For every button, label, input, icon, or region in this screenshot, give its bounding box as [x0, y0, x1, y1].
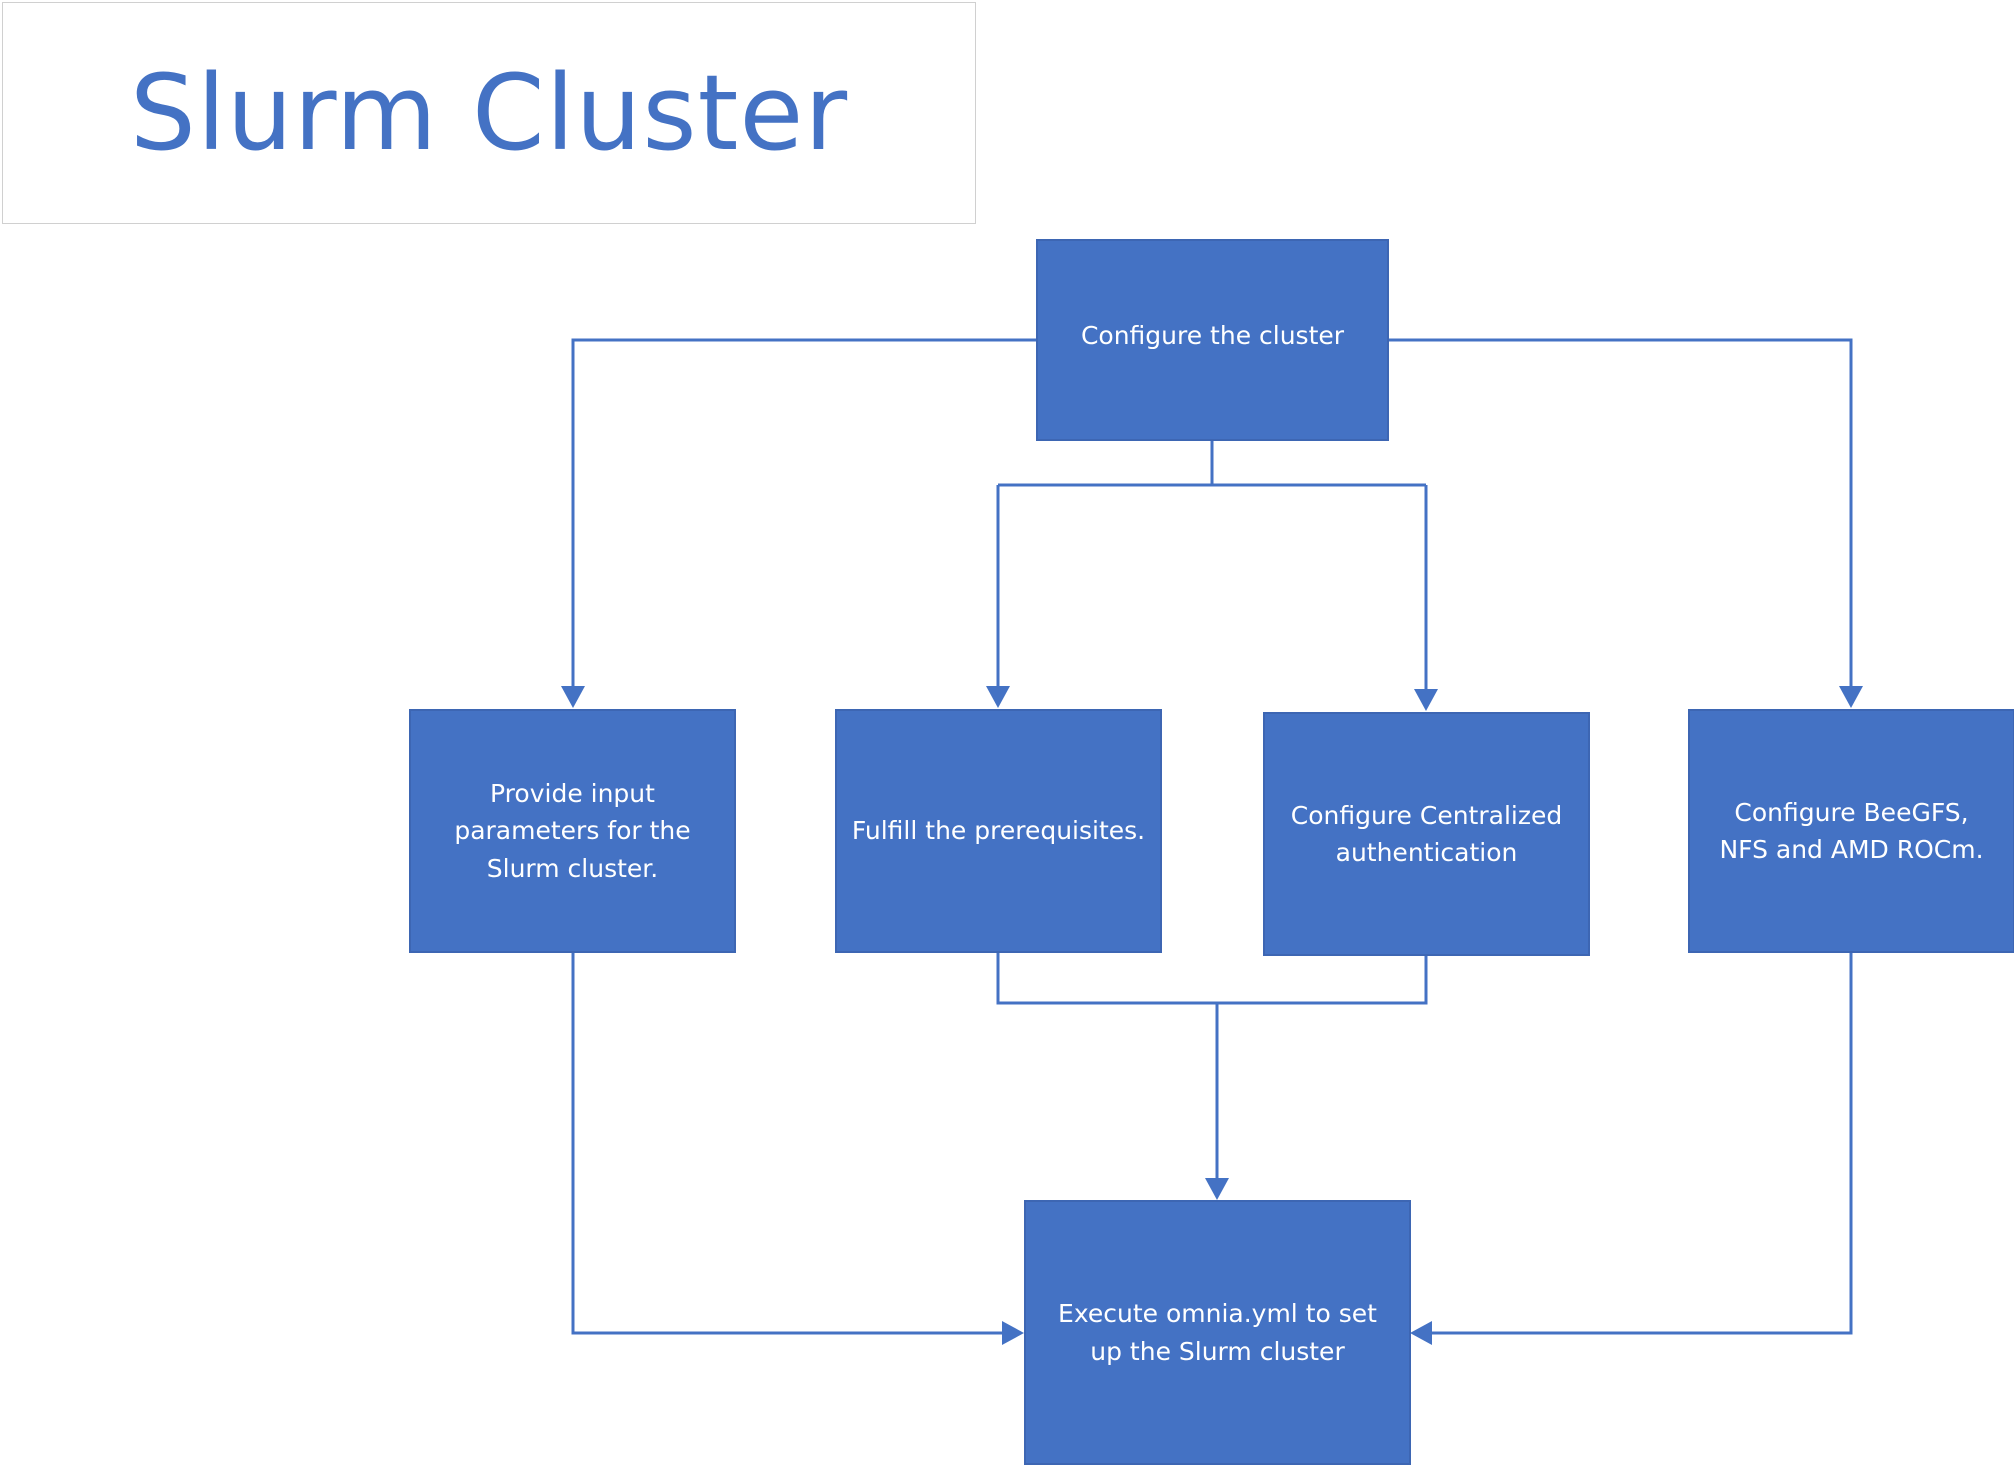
diagram-title: Slurm Cluster	[129, 52, 849, 174]
node-beegfs-nfs-rocm-label: Configure BeeGFS, NFS and AMD ROCm.	[1719, 797, 1984, 865]
node-execute-omnia: Execute omnia.yml to set up the Slurm cl…	[1024, 1200, 1411, 1465]
node-configure-cluster: Configure the cluster	[1036, 239, 1389, 441]
node-configure-cluster-label: Configure the cluster	[1080, 321, 1345, 350]
edge-configure-to-beegfs	[1389, 338, 1863, 708]
node-execute-omnia-label: Execute omnia.yml to set up the Slurm cl…	[1058, 1299, 1377, 1366]
node-beegfs-nfs-rocm: Configure BeeGFS, NFS and AMD ROCm.	[1688, 709, 2014, 953]
node-centralized-authentication-label: Configure Centralized authentication	[1290, 800, 1563, 868]
edge-middle-to-execute	[996, 953, 1428, 1200]
edge-provide-input-to-execute	[571, 953, 1024, 1345]
edge-configure-to-middle	[986, 441, 1438, 711]
node-provide-input: Provide input parameters for the Slurm c…	[409, 709, 736, 953]
node-fulfill-prerequisites-label: Fulfill the prerequisites.	[851, 816, 1146, 846]
node-provide-input-label: Provide input parameters for the Slurm c…	[454, 778, 691, 883]
diagram-title-box: Slurm Cluster	[2, 2, 976, 224]
edge-beegfs-to-execute	[1410, 953, 1853, 1345]
node-fulfill-prerequisites: Fulfill the prerequisites.	[835, 709, 1162, 953]
edge-configure-to-provide-input	[561, 338, 1036, 708]
node-centralized-authentication: Configure Centralized authentication	[1263, 712, 1590, 956]
